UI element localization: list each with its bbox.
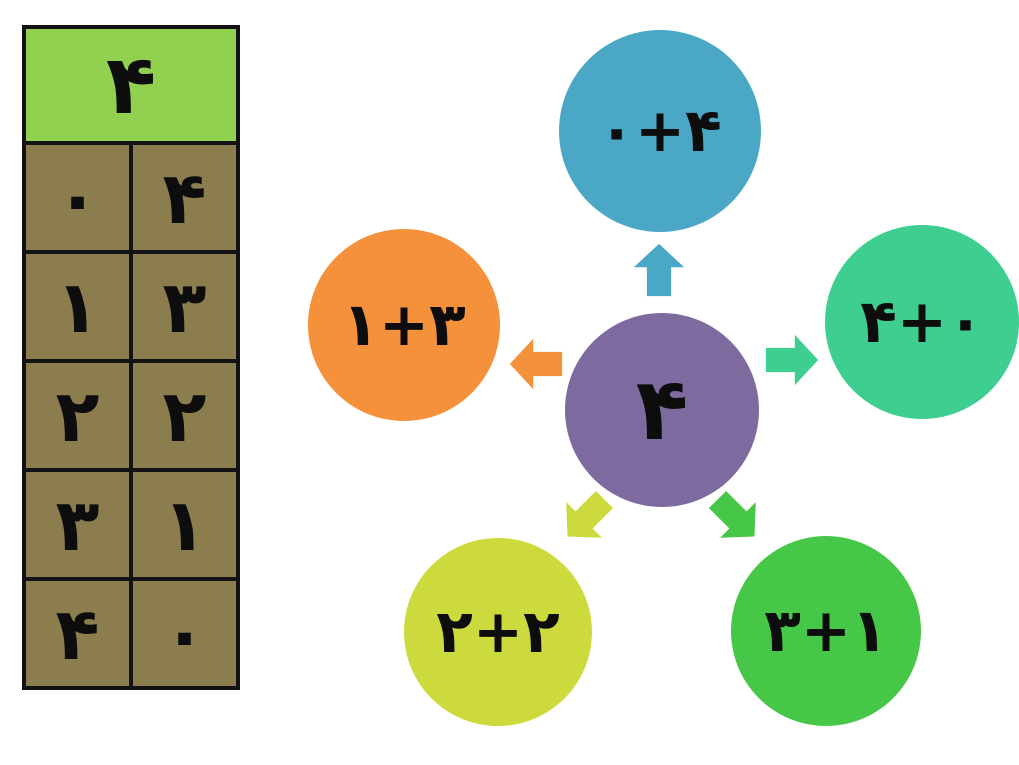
arrow-shape [566, 490, 614, 538]
table-cell-right: ۳ [133, 254, 236, 359]
table-cell-left: ۰ [26, 145, 129, 250]
table-cell-left: ۲ [26, 363, 129, 468]
decomposition-table: ۴ ۰ ۴ ۱ ۳ ۲ ۲ ۳ ۱ ۴ ۰ [22, 25, 240, 690]
arrow-shape [708, 490, 756, 538]
circle-center: ۴ [565, 313, 759, 507]
table-cell-right: ۲ [133, 363, 236, 468]
arrow-up-icon [633, 243, 685, 297]
arrow-shape [633, 243, 685, 297]
arrow-left-icon [509, 338, 563, 390]
circle-left: ۱+۳ [308, 229, 500, 421]
table-cell-left: ۱ [26, 254, 129, 359]
arrow-shape [509, 338, 563, 390]
arrow-down-right-icon [708, 490, 756, 538]
arrow-shape [765, 334, 819, 386]
table-cell-left: ۴ [26, 581, 129, 686]
circle-top: ۰+۴ [559, 30, 761, 232]
arrow-right-icon [765, 334, 819, 386]
table-header-cell: ۴ [26, 29, 236, 141]
table-cell-right: ۰ [133, 581, 236, 686]
table-cell-left: ۳ [26, 472, 129, 577]
circle-bottom-right: ۳+۱ [731, 536, 921, 726]
circle-bottom-left: ۲+۲ [404, 538, 592, 726]
circle-right: ۴+۰ [825, 225, 1019, 419]
table-cell-right: ۴ [133, 145, 236, 250]
table-cell-right: ۱ [133, 472, 236, 577]
arrow-down-left-icon [566, 490, 614, 538]
